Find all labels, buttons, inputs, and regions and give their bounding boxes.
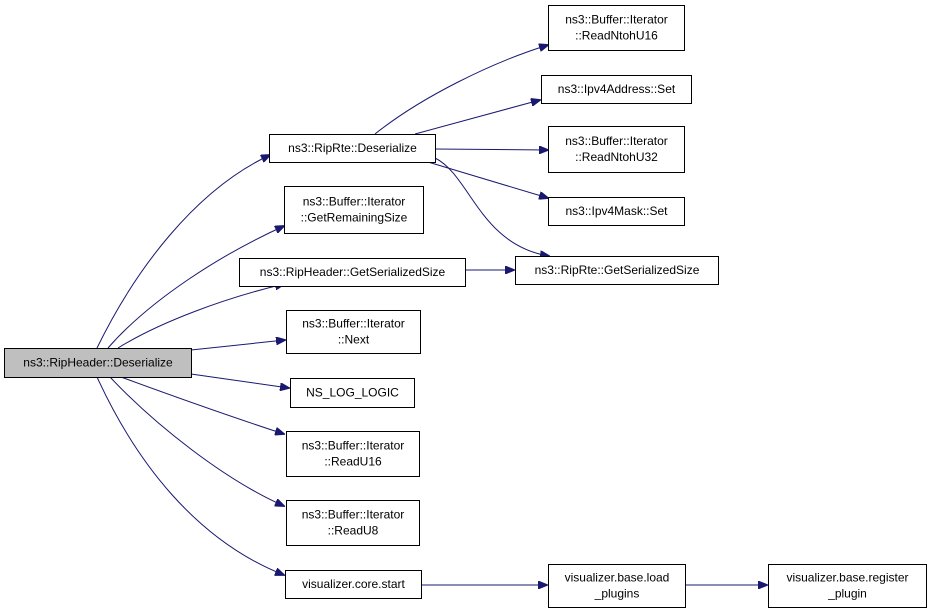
node-label: ns3::Buffer::Iterator bbox=[302, 439, 405, 453]
node-label: ns3::Buffer::Iterator bbox=[565, 13, 668, 27]
edge-rip-header-deserialize-to-iterator-next bbox=[190, 340, 285, 351]
node-label: ::GetRemainingSize bbox=[301, 211, 408, 225]
edges-layer bbox=[96, 45, 767, 585]
node-get-remaining-size[interactable]: ns3::Buffer::Iterator::GetRemainingSize bbox=[284, 186, 424, 234]
edge-arrow bbox=[96, 155, 270, 349]
node-rip-header-get-serialized-size[interactable]: ns3::RipHeader::GetSerializedSize bbox=[239, 258, 466, 287]
node-label: visualizer.core.start bbox=[302, 577, 405, 591]
node-label: ns3::Ipv4Address::Set bbox=[558, 82, 676, 96]
edge-rip-rte-deserialize-to-ipv4-address-set bbox=[414, 100, 540, 135]
node-box bbox=[290, 378, 415, 408]
node-box bbox=[768, 564, 927, 608]
node-label: visualizer.base.register bbox=[786, 571, 908, 585]
node-label: ns3::RipRte::GetSerializedSize bbox=[535, 263, 700, 277]
node-rip-header-deserialize[interactable]: ns3::RipHeader::Deserialize bbox=[4, 348, 192, 378]
node-label: ::ReadU8 bbox=[328, 524, 379, 538]
node-box bbox=[541, 75, 692, 104]
node-label: ::ReadU16 bbox=[324, 455, 382, 469]
node-rip-rte-get-serialized-size[interactable]: ns3::RipRte::GetSerializedSize bbox=[515, 256, 719, 285]
node-visualizer-core-start[interactable]: visualizer.core.start bbox=[285, 570, 422, 599]
node-ns-log-logic[interactable]: NS_LOG_LOGIC bbox=[290, 378, 415, 408]
node-label: ns3::Buffer::Iterator bbox=[302, 508, 405, 522]
edge-arrow bbox=[427, 161, 548, 198]
edge-arrow bbox=[434, 149, 548, 150]
edge-arrow bbox=[120, 376, 284, 434]
node-label: ns3::Buffer::Iterator bbox=[303, 195, 406, 209]
edge-arrow bbox=[117, 284, 284, 349]
edge-arrow bbox=[374, 45, 548, 135]
edge-rip-header-deserialize-to-ns-log-logic bbox=[190, 373, 289, 388]
node-label: ::Next bbox=[338, 333, 370, 347]
edge-arrow bbox=[190, 373, 289, 388]
node-box bbox=[284, 186, 424, 234]
node-label: ns3::Buffer::Iterator bbox=[565, 134, 668, 148]
node-box bbox=[286, 310, 421, 354]
node-box bbox=[515, 256, 719, 285]
edge-arrow bbox=[109, 376, 284, 506]
node-label: ns3::RipHeader::Deserialize bbox=[23, 356, 173, 370]
node-label: ns3::Ipv4Mask::Set bbox=[565, 204, 668, 218]
node-label: NS_LOG_LOGIC bbox=[306, 386, 399, 400]
edge-arrow bbox=[96, 376, 284, 575]
node-ipv4-mask-set[interactable]: ns3::Ipv4Mask::Set bbox=[548, 197, 685, 226]
node-read-ntoh-u32[interactable]: ns3::Buffer::Iterator::ReadNtohU32 bbox=[548, 126, 685, 173]
node-label: ::ReadNtohU16 bbox=[575, 29, 658, 43]
edge-arrow bbox=[107, 226, 284, 349]
node-label: ns3::RipRte::Deserialize bbox=[288, 141, 417, 155]
node-iterator-next[interactable]: ns3::Buffer::Iterator::Next bbox=[286, 310, 421, 354]
edge-rip-header-deserialize-to-rip-rte-deserialize bbox=[96, 155, 270, 349]
edge-rip-rte-deserialize-to-ipv4-mask-set bbox=[427, 161, 548, 198]
node-box bbox=[4, 348, 192, 378]
node-label: ns3::RipHeader::GetSerializedSize bbox=[260, 265, 446, 279]
edge-rip-header-deserialize-to-visualizer-core-start bbox=[96, 376, 284, 575]
edge-rip-rte-deserialize-to-read-ntoh-u16 bbox=[374, 45, 548, 135]
node-load-plugins[interactable]: visualizer.base.load _plugins bbox=[548, 564, 686, 608]
node-label: ::ReadNtohU32 bbox=[575, 150, 658, 164]
node-box bbox=[269, 134, 436, 163]
node-box bbox=[286, 431, 420, 477]
node-box bbox=[239, 258, 466, 287]
node-label: _plugin bbox=[827, 587, 867, 601]
node-ipv4-address-set[interactable]: ns3::Ipv4Address::Set bbox=[541, 75, 692, 104]
edge-rip-rte-deserialize-to-read-ntoh-u32 bbox=[434, 149, 548, 150]
edge-rip-rte-deserialize-to-rip-rte-get-serialized-size bbox=[434, 157, 549, 256]
node-read-ntoh-u16[interactable]: ns3::Buffer::Iterator::ReadNtohU16 bbox=[548, 5, 685, 51]
node-label: _plugins bbox=[594, 587, 640, 601]
edge-rip-header-deserialize-to-get-remaining-size bbox=[107, 226, 284, 349]
node-box bbox=[548, 197, 685, 226]
nodes-layer: ns3::RipHeader::Deserialize ns3::RipRte::… bbox=[4, 5, 927, 608]
edge-arrow bbox=[190, 340, 285, 351]
edge-arrow bbox=[434, 157, 549, 256]
node-box bbox=[548, 564, 686, 608]
node-read-u16[interactable]: ns3::Buffer::Iterator::ReadU16 bbox=[286, 431, 420, 477]
node-box bbox=[548, 5, 685, 51]
edge-rip-header-deserialize-to-rip-header-get-serialized-size bbox=[117, 284, 284, 349]
node-box bbox=[285, 570, 422, 599]
node-register-plugin[interactable]: visualizer.base.register _plugin bbox=[768, 564, 927, 608]
edge-arrow bbox=[414, 100, 540, 135]
node-label: ns3::Buffer::Iterator bbox=[302, 317, 405, 331]
edge-rip-header-deserialize-to-read-u8 bbox=[109, 376, 284, 506]
node-rip-rte-deserialize[interactable]: ns3::RipRte::Deserialize bbox=[269, 134, 436, 163]
node-box bbox=[548, 126, 685, 173]
node-box bbox=[286, 500, 420, 546]
edge-rip-header-deserialize-to-read-u16 bbox=[120, 376, 284, 434]
node-label: visualizer.base.load bbox=[565, 571, 670, 585]
node-read-u8[interactable]: ns3::Buffer::Iterator::ReadU8 bbox=[286, 500, 420, 546]
